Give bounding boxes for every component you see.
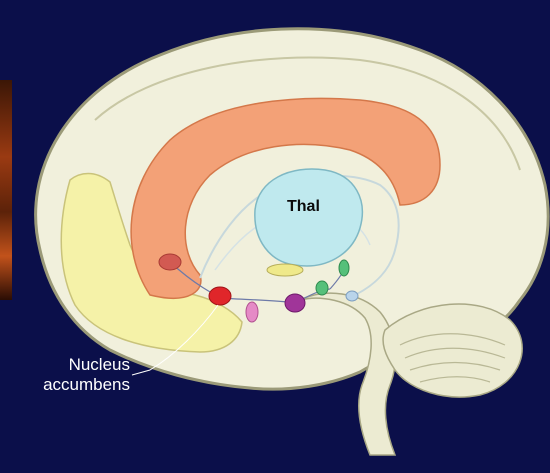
hypothalamus <box>267 264 303 276</box>
orbitofrontal-nucleus <box>159 254 181 270</box>
hippocampus-green-1 <box>316 281 328 295</box>
ventral-tegmental-area <box>285 294 305 312</box>
nucleus-accumbens <box>209 287 231 305</box>
locus-small-blue <box>346 291 358 301</box>
nucleus-accumbens-label-line2: accumbens <box>18 375 130 395</box>
amygdala-like <box>246 302 258 322</box>
nucleus-accumbens-label-line1: Nucleus <box>18 355 130 375</box>
nucleus-accumbens-label: Nucleus accumbens <box>18 355 130 395</box>
hippocampus-green-2 <box>339 260 349 276</box>
cerebellum <box>383 304 522 397</box>
thalamus-label: Thal <box>287 198 320 216</box>
thalamus <box>255 169 362 266</box>
